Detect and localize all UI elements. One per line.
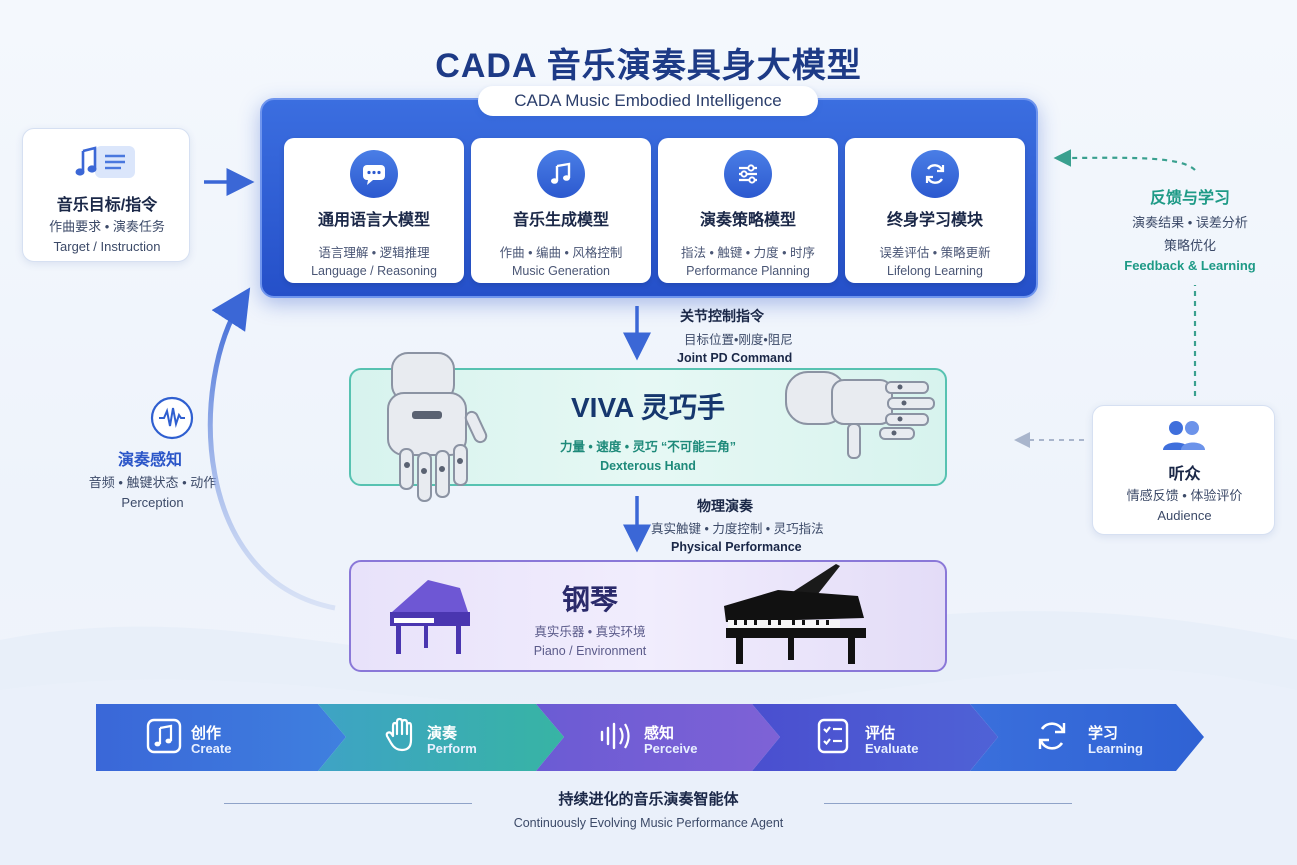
- footer-title: 持续进化的音乐演奏智能体: [558, 791, 739, 808]
- physical-performance-desc-en: Physical Performance: [671, 540, 802, 554]
- module-desc-en: Performance Planning: [686, 264, 810, 278]
- step-chevron-evaluate: [752, 704, 998, 771]
- piano-desc-en: Piano / Environment: [533, 644, 647, 658]
- step-label-cn: 创作: [191, 725, 222, 742]
- audience-desc-en: Audience: [1157, 508, 1212, 523]
- module-desc-en: Music Generation: [512, 264, 610, 278]
- perception-arc: [207, 287, 336, 611]
- piano-desc-cn: 真实乐器 • 真实环境: [534, 625, 646, 639]
- module-title: 终身学习模块: [886, 212, 983, 229]
- physical-performance-title: 物理演奏: [697, 498, 753, 514]
- checklist-icon: [816, 717, 850, 760]
- piano-illustration-black: [724, 564, 866, 664]
- music-note-icon: [146, 718, 182, 759]
- module-desc-cn: 指法 • 触键 • 力度 • 时序: [681, 246, 815, 260]
- feedback-line1: 演奏结果 • 误差分析: [1132, 215, 1248, 230]
- music-note-icon: [537, 150, 585, 198]
- robot-hand-left-illustration: [387, 352, 488, 502]
- joint-command-title: 关节控制指令: [680, 308, 764, 324]
- step-label-en: Perform: [427, 741, 477, 756]
- piano-title: 钢琴: [561, 584, 618, 615]
- piano-illustration-purple: [390, 580, 470, 654]
- footer-divider-right: [824, 803, 1072, 804]
- feedback-title: 反馈与学习: [1149, 190, 1230, 207]
- step-label-cn: 学习: [1088, 725, 1119, 742]
- physical-performance-desc-cn: 真实触键 • 力度控制 • 灵巧指法: [651, 522, 824, 536]
- hand-icon: [384, 716, 420, 759]
- page-title: CADA 音乐演奏具身大模型: [435, 47, 862, 85]
- target-desc-en: Target / Instruction: [53, 239, 161, 254]
- module-card-lifelong-learning[interactable]: 终身学习模块 误差评估 • 策略更新 Lifelong Learning: [845, 138, 1025, 283]
- step-label-en: Evaluate: [865, 741, 919, 756]
- chat-icon: [350, 150, 398, 198]
- module-title: 演奏策略模型: [699, 212, 796, 229]
- module-card-performance-planning[interactable]: 演奏策略模型 指法 • 触键 • 力度 • 时序 Performance Pla…: [658, 138, 838, 283]
- feedback-en: Feedback & Learning: [1124, 258, 1256, 273]
- target-instruction-card[interactable]: 音乐目标/指令 作曲要求 • 演奏任务 Target / Instruction: [22, 128, 190, 262]
- perception-desc-cn: 音频 • 触键状态 • 动作: [88, 475, 217, 490]
- module-desc-en: Lifelong Learning: [887, 264, 983, 278]
- joint-command-desc-en: Joint PD Command: [677, 351, 793, 365]
- footer-subtitle: Continuously Evolving Music Performance …: [513, 816, 784, 830]
- audience-desc-cn: 情感反馈 • 体验评价: [1126, 488, 1243, 503]
- step-label-cn: 评估: [865, 725, 896, 742]
- robot-hand-right-illustration: [785, 371, 935, 459]
- feedback-line2: 策略优化: [1163, 238, 1216, 253]
- music-list-icon: [73, 143, 137, 186]
- core-model-subtitle: CADA Music Embodied Intelligence: [478, 86, 818, 116]
- joint-command-desc-cn: 目标位置•刚度•阻尼: [684, 333, 793, 347]
- sound-wave-icon: [598, 718, 636, 759]
- target-desc-cn: 作曲要求 • 演奏任务: [49, 219, 165, 234]
- hand-title: VIVA 灵巧手: [570, 392, 725, 423]
- footer-divider-left: [224, 803, 472, 804]
- step-label-cn: 感知: [644, 725, 675, 742]
- step-label-en: Create: [191, 741, 232, 756]
- refresh-icon: [1034, 718, 1070, 759]
- target-title: 音乐目标/指令: [56, 197, 158, 214]
- step-label-en: Perceive: [644, 741, 698, 756]
- module-desc-en: Language / Reasoning: [311, 264, 437, 278]
- step-label-cn: 演奏: [427, 725, 458, 742]
- module-title: 音乐生成模型: [512, 212, 609, 229]
- module-desc-cn: 作曲 • 编曲 • 风格控制: [499, 246, 623, 260]
- step-chevron-perform: [318, 704, 564, 771]
- audience-card[interactable]: 听众 情感反馈 • 体验评价 Audience: [1092, 405, 1275, 535]
- sliders-icon: [724, 150, 772, 198]
- module-title: 通用语言大模型: [317, 212, 430, 229]
- module-desc-cn: 误差评估 • 策略更新: [879, 246, 991, 260]
- waveform-icon: [150, 396, 194, 445]
- perception-title: 演奏感知: [117, 452, 182, 469]
- people-icon: [1161, 418, 1207, 457]
- step-chevron-perceive: [536, 704, 780, 771]
- module-desc-cn: 语言理解 • 逻辑推理: [318, 246, 430, 260]
- perception-desc-en: Perception: [121, 495, 184, 510]
- hand-desc-en: Dexterous Hand: [600, 459, 696, 473]
- feedback-dashed-arrow: [1060, 158, 1197, 396]
- refresh-icon: [911, 150, 959, 198]
- step-chevron-learning: [970, 704, 1204, 771]
- module-card-language[interactable]: 通用语言大模型 语言理解 • 逻辑推理 Language / Reasoning: [284, 138, 464, 283]
- module-card-music-generation[interactable]: 音乐生成模型 作曲 • 编曲 • 风格控制 Music Generation: [471, 138, 651, 283]
- hand-desc-cn: 力量 • 速度 • 灵巧 “不可能三角”: [559, 440, 737, 454]
- step-label-en: Learning: [1088, 741, 1143, 756]
- audience-title: 听众: [1168, 466, 1201, 483]
